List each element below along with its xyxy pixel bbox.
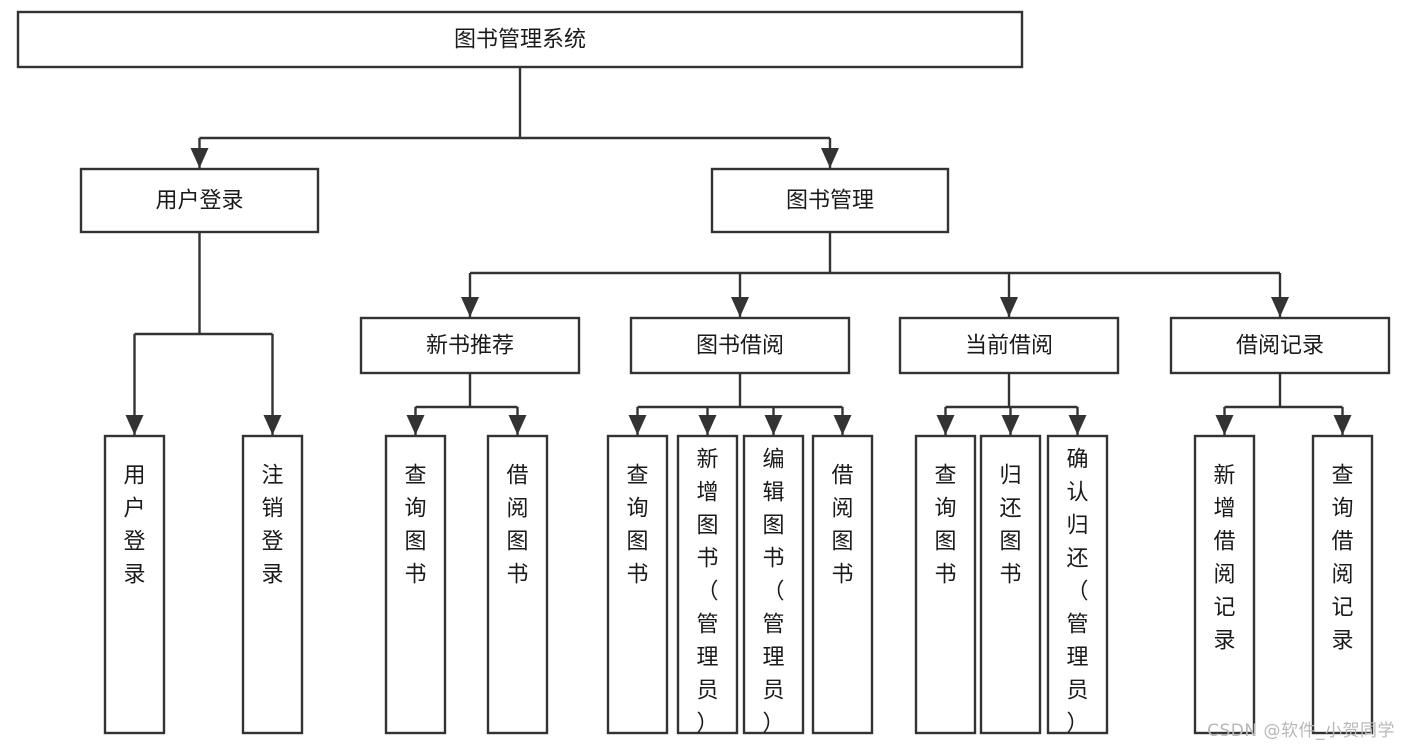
- node-box-current-borrow: [898, 316, 1120, 375]
- edge-group-new-book-recommend: [406, 373, 527, 435]
- node-borrow-record[interactable]: 借阅记录: [1169, 316, 1391, 375]
- node-leaf-query-book-current[interactable]: 查询图书: [914, 434, 977, 735]
- node-label-leaf-borrow-book: 借阅图书: [831, 464, 853, 588]
- node-box-borrow-record: [1169, 316, 1391, 375]
- node-box-root: [16, 10, 1024, 69]
- node-label-borrow-record: 借阅记录: [1236, 334, 1324, 359]
- edge-arrowhead: [731, 297, 749, 317]
- node-box-leaf-user-logout: [241, 434, 304, 735]
- node-leaf-query-borrow-record[interactable]: 查询借阅记录: [1311, 434, 1374, 735]
- node-box-leaf-edit-book: [742, 434, 805, 735]
- edge-arrowhead: [821, 148, 839, 168]
- edge-arrowhead: [764, 415, 783, 435]
- edge-arrowhead: [1000, 297, 1018, 317]
- edge-arrowhead: [1333, 415, 1352, 435]
- node-box-leaf-user-login: [103, 434, 166, 735]
- node-leaf-borrow-book[interactable]: 借阅图书: [811, 434, 874, 735]
- watermark-text: CSDN @软件_小贺同学: [1207, 721, 1395, 741]
- node-leaf-borrow-book-recommend[interactable]: 借阅图书: [486, 434, 549, 735]
- node-box-new-book-recommend: [359, 316, 581, 375]
- edge-group-root: [190, 67, 839, 168]
- node-book-borrow[interactable]: 图书借阅: [629, 316, 851, 375]
- node-label-leaf-user-logout: 注销登录: [261, 464, 283, 588]
- node-label-leaf-borrow-book-recommend: 借阅图书: [506, 464, 528, 588]
- edge-arrowhead: [936, 415, 955, 435]
- node-leaf-confirm-return[interactable]: 确认归还（管理员）: [1046, 434, 1109, 737]
- node-leaf-return-book[interactable]: 归还图书: [979, 434, 1042, 735]
- node-leaf-user-login[interactable]: 用户登录: [103, 434, 166, 735]
- node-box-leaf-query-book-recommend: [384, 434, 447, 735]
- edge-arrowhead: [406, 415, 425, 435]
- node-current-borrow[interactable]: 当前借阅: [898, 316, 1120, 375]
- edge-group-current-borrow: [936, 373, 1087, 435]
- node-leaf-user-logout[interactable]: 注销登录: [241, 434, 304, 735]
- node-label-leaf-query-book-current: 查询图书: [934, 464, 956, 588]
- edge-arrowhead: [628, 415, 647, 435]
- edge-arrowhead: [263, 415, 282, 435]
- node-leaf-edit-book[interactable]: 编辑图书（管理员）: [742, 434, 805, 737]
- node-box-leaf-return-book: [979, 434, 1042, 735]
- edge-arrowhead: [508, 415, 527, 435]
- edge-arrowhead: [461, 297, 479, 317]
- edge-arrowhead: [698, 415, 717, 435]
- node-leaf-add-borrow-record[interactable]: 新增借阅记录: [1193, 434, 1256, 735]
- node-leaf-add-book[interactable]: 新增图书（管理员）: [676, 434, 739, 737]
- edge-arrowhead: [833, 415, 852, 435]
- node-box-leaf-add-borrow-record: [1193, 434, 1256, 735]
- node-book-management[interactable]: 图书管理: [710, 167, 950, 234]
- node-label-leaf-user-login: 用户登录: [123, 464, 145, 588]
- node-box-leaf-query-borrow-record: [1311, 434, 1374, 735]
- node-box-leaf-query-book-current: [914, 434, 977, 735]
- node-box-leaf-borrow-book-recommend: [486, 434, 549, 735]
- edge-arrowhead: [1271, 297, 1289, 317]
- node-label-current-borrow: 当前借阅: [965, 334, 1053, 359]
- node-box-leaf-confirm-return: [1046, 434, 1109, 735]
- node-new-book-recommend[interactable]: 新书推荐: [359, 316, 581, 375]
- edge-arrowhead: [190, 148, 209, 168]
- node-label-leaf-add-borrow-record: 新增借阅记录: [1213, 464, 1235, 654]
- node-leaf-query-book-borrow[interactable]: 查询图书: [606, 434, 669, 735]
- node-box-leaf-borrow-book: [811, 434, 874, 735]
- node-label-leaf-query-borrow-record: 查询借阅记录: [1331, 464, 1353, 654]
- node-label-leaf-query-book-recommend: 查询图书: [404, 464, 426, 588]
- node-leaf-query-book-recommend[interactable]: 查询图书: [384, 434, 447, 735]
- node-label-book-management: 图书管理: [786, 189, 874, 214]
- edge-group-book-borrow: [628, 373, 852, 435]
- edge-group-user-login: [125, 232, 282, 435]
- node-label-root: 图书管理系统: [454, 28, 586, 53]
- node-label-leaf-return-book: 归还图书: [999, 464, 1021, 588]
- node-label-user-login: 用户登录: [155, 189, 243, 214]
- node-label-leaf-add-book: 新增图书（管理员）: [696, 448, 718, 737]
- edge-group-book-management: [461, 232, 1289, 317]
- node-label-leaf-confirm-return: 确认归还（管理员）: [1066, 448, 1088, 737]
- node-box-leaf-add-book: [676, 434, 739, 735]
- node-box-book-management: [710, 167, 950, 234]
- edge-arrowhead: [1215, 415, 1234, 435]
- node-label-leaf-edit-book: 编辑图书（管理员）: [762, 448, 784, 737]
- edge-arrowhead: [1001, 415, 1020, 435]
- node-root[interactable]: 图书管理系统: [16, 10, 1024, 69]
- node-label-book-borrow: 图书借阅: [696, 334, 784, 359]
- nodes-layer: 图书管理系统用户登录图书管理新书推荐图书借阅当前借阅借阅记录用户登录注销登录查询…: [16, 10, 1391, 737]
- node-label-new-book-recommend: 新书推荐: [426, 334, 514, 359]
- node-box-user-login: [79, 167, 320, 234]
- node-label-leaf-query-book-borrow: 查询图书: [626, 464, 648, 588]
- edge-group-borrow-record: [1215, 373, 1352, 435]
- node-user-login[interactable]: 用户登录: [79, 167, 320, 234]
- edge-arrowhead: [1068, 415, 1087, 435]
- node-box-leaf-query-book-borrow: [606, 434, 669, 735]
- edge-arrowhead: [125, 415, 144, 435]
- edges-layer: [125, 67, 1352, 435]
- node-box-book-borrow: [629, 316, 851, 375]
